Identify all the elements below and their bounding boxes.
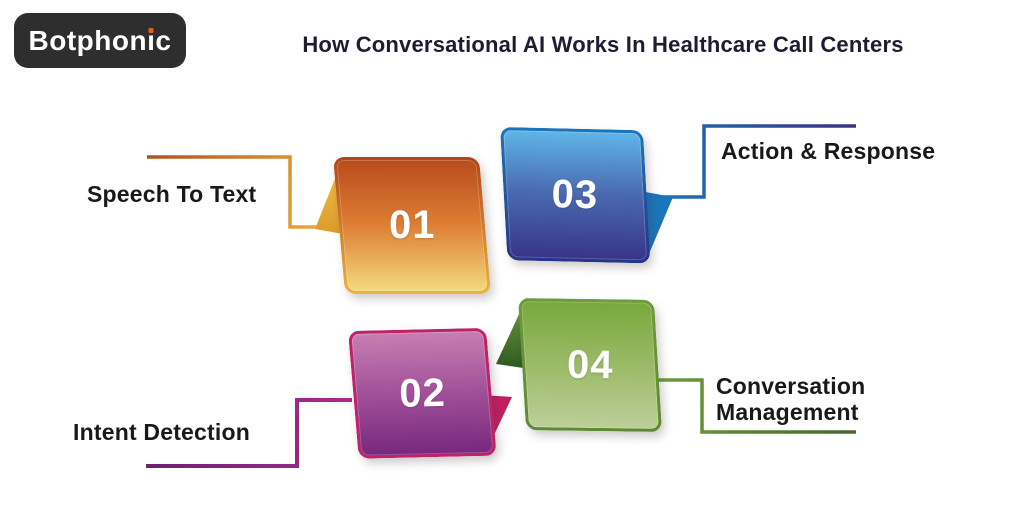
step-label-speech-to-text: Speech To Text	[87, 181, 257, 207]
step-label-conversation-management: Conversation Management	[716, 373, 866, 425]
logo-letter-i: ı	[147, 25, 155, 57]
step-number-02: 02	[398, 370, 447, 416]
connector-step-01	[147, 155, 322, 229]
step-number-04: 04	[566, 342, 614, 387]
logo-i-dot-icon	[148, 27, 154, 33]
step-card-04: 04	[518, 298, 663, 433]
step-label-action-response: Action & Response	[721, 138, 936, 164]
step-card-03: 03	[500, 127, 651, 264]
logo-dotless-i: ı	[147, 24, 156, 56]
step-card-01: 01	[333, 157, 491, 294]
step-label-intent-detection: Intent Detection	[73, 419, 250, 445]
page-title: How Conversational AI Works In Healthcar…	[302, 32, 904, 57]
logo-text-part2: c	[155, 24, 172, 56]
step-number-01: 01	[388, 203, 436, 247]
step-card-02: 02	[348, 327, 497, 459]
step-number-03: 03	[551, 172, 599, 218]
logo-text-part1: Botphon	[28, 24, 148, 56]
connector-step-04	[655, 378, 856, 434]
connector-step-03	[648, 124, 856, 199]
connector-step-02	[146, 398, 352, 468]
